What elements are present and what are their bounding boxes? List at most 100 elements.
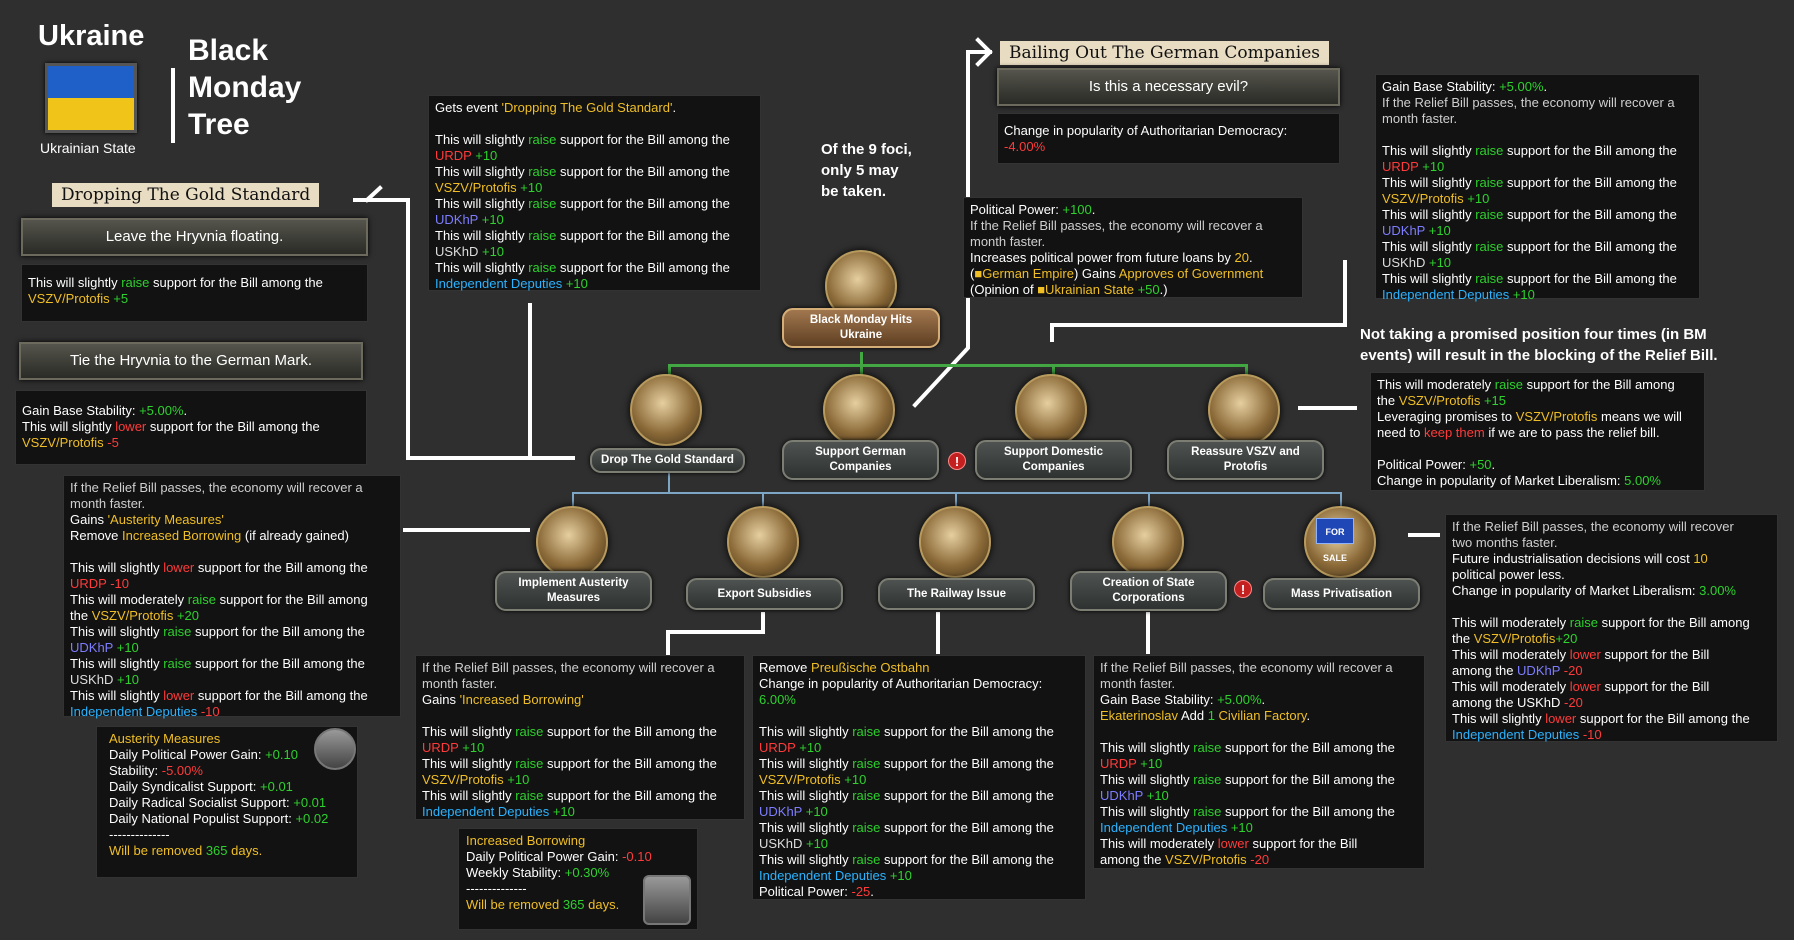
tooltip-text: URDP <box>422 740 459 755</box>
tooltip-line <box>1100 724 1418 740</box>
focus-railway-issue[interactable]: The Railway Issue <box>878 578 1035 610</box>
champagne-focus-icon[interactable] <box>1208 374 1280 446</box>
mutually-exclusive-icon: ! <box>1234 580 1252 598</box>
tooltip-line: Gets event 'Dropping The Gold Standard'. <box>435 100 754 116</box>
german-coins-focus-icon[interactable] <box>823 374 895 446</box>
tooltip-text: means we will <box>1597 409 1682 424</box>
tooltip-line: -------------- <box>466 881 691 897</box>
tooltip-line: Gain Base Stability: +5.00%. <box>1100 692 1418 708</box>
tooltip-text: lower <box>115 419 147 434</box>
tree-line <box>572 492 574 512</box>
tooltip-text: the <box>1377 393 1399 408</box>
tooltip-text: support for the Bill among the <box>880 756 1054 771</box>
tooltip-line: This will moderately raise support for t… <box>70 592 394 608</box>
domestic-coins-focus-icon[interactable] <box>1015 374 1087 446</box>
railway-focus-icon[interactable] <box>919 506 991 578</box>
tooltip-text: +20 <box>1555 631 1578 646</box>
scales-focus-icon[interactable] <box>630 374 702 446</box>
tooltip-line: This will slightly raise support for the… <box>759 788 1079 804</box>
tooltip-line: USKhD +10 <box>435 244 754 260</box>
tooltip-text: support for the Bill <box>1600 647 1710 662</box>
tooltip-text: raise <box>528 164 557 179</box>
reassure-effects-panel: This will moderately raise support for t… <box>1370 372 1705 491</box>
tree-line <box>1148 492 1150 512</box>
tooltip-line: Independent Deputies +10 <box>1382 287 1693 303</box>
event-bailout-banner: Bailing Out The German Companies <box>1000 41 1329 65</box>
tooltip-text: This will slightly <box>1382 175 1476 190</box>
tooltip-line: UDKhP +10 <box>1382 223 1693 239</box>
tooltip-text: support for the Bill <box>1248 836 1358 851</box>
tooltip-text: 1 <box>1207 708 1215 723</box>
tooltip-line <box>759 708 1079 724</box>
tooltip-line: This will slightly raise support for the… <box>1382 175 1693 191</box>
tooltip-text: This will slightly <box>70 560 164 575</box>
tooltip-text: ■German Empire <box>974 266 1074 281</box>
tooltip-line: Stability: -5.00% <box>109 763 351 779</box>
tooltip-line: This will slightly raise support for the… <box>1100 772 1418 788</box>
tooltip-text: raise <box>852 756 881 771</box>
tooltip-line: -4.00% <box>1004 139 1333 155</box>
tooltip-text: +10 <box>1227 820 1253 835</box>
focus-reassure-vszv[interactable]: Reassure VSZV and Protofis <box>1167 440 1324 480</box>
tooltip-line: This will slightly raise support for the… <box>435 228 754 244</box>
tooltip-text: +10 <box>458 740 485 755</box>
focus-state-corporations[interactable]: Creation of State Corporations <box>1070 571 1227 611</box>
tooltip-text: support for the Bill among the <box>1503 175 1677 190</box>
tooltip-line: This will slightly raise support for the… <box>759 724 1079 740</box>
state-corp-focus-icon[interactable] <box>1112 506 1184 578</box>
tooltip-line: Independent Deputies +10 <box>1100 820 1418 836</box>
tooltip-text: +10 <box>840 772 867 787</box>
focus-mass-privatisation[interactable]: Mass Privatisation <box>1263 578 1420 610</box>
tooltip-line: This will slightly raise support for the… <box>759 756 1079 772</box>
tooltip-text: +5.00% <box>139 403 184 418</box>
tooltip-text: lower <box>1569 647 1601 662</box>
tooltip-line: This will moderately raise support for t… <box>1452 615 1771 631</box>
tooltip-text: lower <box>1217 836 1249 851</box>
tooltip-text: This will slightly <box>435 132 529 147</box>
tooltip-text: URDP <box>1382 159 1419 174</box>
tooltip-line: need to keep them if we are to pass the … <box>1377 425 1698 441</box>
option-leave-hryvnia-floating-button[interactable]: Leave the Hryvnia floating. <box>21 218 368 256</box>
tooltip-text: raise <box>515 788 544 803</box>
tooltip-text: Daily Syndicalist Support: <box>109 779 261 794</box>
tooltip-text: support for the Bill among the <box>1503 239 1677 254</box>
tooltip-text: If the Relief Bill passes, the economy w… <box>1382 95 1675 110</box>
tooltip-text: support for the Bill among the <box>556 164 730 179</box>
tooltip-text: 6.00% <box>759 692 796 707</box>
focus-black-monday[interactable]: Black Monday Hits Ukraine <box>782 308 940 348</box>
tooltip-text: This will slightly <box>1452 711 1546 726</box>
tooltip-text: This will slightly <box>1382 271 1476 286</box>
focus-support-german[interactable]: Support German Companies <box>782 440 939 480</box>
tooltip-line: UDKhP +10 <box>435 212 754 228</box>
tooltip-text: UDKhP <box>70 640 114 655</box>
tooltip-line: This will moderately lower support for t… <box>1452 647 1771 663</box>
tooltip-text: support for the Bill among the <box>556 260 730 275</box>
tooltip-text: If the Relief Bill passes, the economy w… <box>1452 519 1734 534</box>
tooltip-text: This will moderately <box>1452 679 1570 694</box>
option-floating-effects: This will slightly raise support for the… <box>21 264 368 322</box>
tooltip-text: raise <box>528 228 557 243</box>
tooltip-text: +10 <box>1143 788 1169 803</box>
focus-austerity-measures[interactable]: Implement Austerity Measures <box>495 571 652 611</box>
option-tie-hryvnia-button[interactable]: Tie the Hryvnia to the German Mark. <box>19 342 363 380</box>
tooltip-text: Future industrialisation decisions will … <box>1452 551 1694 566</box>
tooltip-text: Increases political power from future lo… <box>970 250 1235 265</box>
tooltip-line: UDKhP +10 <box>70 640 394 656</box>
tooltip-text: support for the Bill among the <box>1576 711 1750 726</box>
tooltip-text: This will slightly <box>1382 239 1476 254</box>
austerity-focus-icon[interactable] <box>536 506 608 578</box>
tooltip-text: support for the Bill among <box>215 592 368 607</box>
export-chart-focus-icon[interactable] <box>727 506 799 578</box>
drop-gold-effects-panel: Gets event 'Dropping The Gold Standard'.… <box>428 95 761 291</box>
focus-support-domestic[interactable]: Support Domestic Companies <box>975 440 1132 480</box>
focus-drop-gold-standard[interactable]: Drop The Gold Standard <box>590 448 745 473</box>
tooltip-text: -------------- <box>109 827 170 842</box>
tooltip-text: VSZV/Protofis <box>1515 409 1598 424</box>
option-necessary-evil-button[interactable]: Is this a necessary evil? <box>997 68 1340 106</box>
tooltip-text: +10 <box>516 180 543 195</box>
focus-export-subsidies[interactable]: Export Subsidies <box>686 578 843 610</box>
tooltip-text: lower <box>1545 711 1577 726</box>
tooltip-text: This will moderately <box>1452 615 1570 630</box>
tooltip-text: URDP <box>70 576 107 591</box>
